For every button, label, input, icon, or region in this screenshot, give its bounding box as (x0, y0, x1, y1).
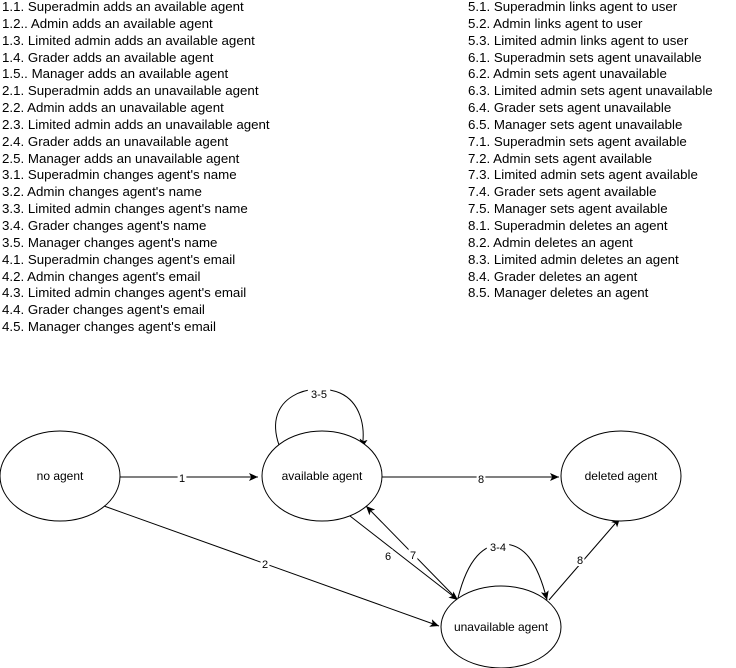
legend-item: 7.3. Limited admin sets agent available (468, 167, 698, 183)
no-agent-label: no agent (37, 469, 84, 483)
unavailable-agent-label: unavailable agent (454, 620, 549, 634)
legend-item: 5.2. Admin links agent to user (468, 15, 643, 31)
legend-item: 8.3. Limited admin deletes an agent (468, 251, 679, 267)
legend-item: 4.3. Limited admin changes agent's email (2, 285, 247, 301)
legend-item: 4.1. Superadmin changes agent's email (2, 251, 236, 267)
legend-item: 3.2. Admin changes agent's name (2, 184, 202, 200)
legend-item: 2.5. Manager adds an unavailable agent (2, 150, 240, 166)
legend-item: 3.4. Grader changes agent's name (2, 217, 207, 233)
edge-7-label-bg (408, 548, 418, 561)
available-agent-ellipse (261, 430, 383, 522)
legend-item: 2.2. Admin adds an unavailable agent (2, 100, 224, 116)
edge-3-4-label-bg (486, 540, 510, 553)
deleted-agent-label: deleted agent (585, 469, 658, 483)
legend-item: 1.3. Limited admin adds an available age… (2, 32, 255, 48)
edge-6-label: 6 (385, 551, 391, 563)
available-agent-node: available agent (261, 430, 383, 522)
edge-2-line (103, 505, 440, 627)
edge-8b-line (548, 517, 621, 601)
legend-item: 2.4. Grader adds an unavailable agent (2, 133, 229, 149)
edge-3-5-label-bg (307, 387, 331, 400)
edge-2-label-bg (260, 557, 270, 570)
legend-item: 1.2.. Admin adds an available agent (2, 15, 213, 31)
edge-8a-connector: 8 (382, 472, 559, 486)
edge-1-connector: 1 (120, 471, 258, 485)
legend-item: 3.1. Superadmin changes agent's name (2, 167, 237, 183)
legend-item: 8.5. Manager deletes an agent (468, 285, 649, 301)
legend-item: 6.5. Manager sets agent unavailable (468, 116, 683, 132)
legend-item: 3.5. Manager changes agent's name (2, 234, 218, 250)
edge-6-line (349, 515, 459, 601)
legend-item: 5.1. Superadmin links agent to user (468, 0, 678, 14)
edge-1-label: 1 (179, 473, 185, 485)
no-agent-ellipse (0, 430, 121, 522)
edge-3-5-connector: 3-5 (275, 387, 368, 449)
unavailable-agent-node: unavailable agent (440, 585, 562, 668)
legend-item: 3.3. Limited admin changes agent's name (2, 201, 248, 217)
legend-item: 1.1. Superadmin adds an available agent (2, 0, 244, 14)
legend-item: 6.1. Superadmin sets agent unavailable (468, 49, 702, 65)
edge-8b-label-bg (575, 553, 585, 566)
edge-2-connector: 2 (103, 505, 440, 627)
legend-item: 5.3. Limited admin links agent to user (468, 32, 689, 48)
legend-item: 6.2. Admin sets agent unavailable (468, 66, 667, 82)
legend-item: 4.4. Grader changes agent's email (2, 302, 205, 318)
legend-item: 7.5. Manager sets agent available (468, 201, 668, 217)
edge-2-label: 2 (262, 559, 268, 571)
legend-item: 8.4. Grader deletes an agent (468, 268, 638, 284)
edge-6-label-bg (383, 549, 393, 562)
edge-7-label: 7 (410, 550, 416, 562)
legend-item: 1.4. Grader adds an available agent (2, 49, 214, 65)
edge-3-5-label: 3-5 (311, 389, 327, 401)
legend-item: 8.1. Superadmin deletes an agent (468, 217, 668, 233)
available-agent-label: available agent (282, 469, 363, 483)
legend-item: 7.1. Superadmin sets agent available (468, 133, 687, 149)
legend-item: 1.5.. Manager adds an available agent (2, 66, 229, 82)
legend-item: 6.3. Limited admin sets agent unavailabl… (468, 83, 713, 99)
deleted-agent-ellipse (560, 430, 682, 522)
edge-8b-label: 8 (577, 555, 583, 567)
edge-1-label-bg (177, 471, 187, 484)
edge-3-4-label: 3-4 (490, 542, 506, 554)
legend-item: 6.4. Grader sets agent unavailable (468, 100, 672, 116)
edge-3-4-connector: 3-4 (457, 540, 549, 601)
legend-item: 7.2. Admin sets agent available (468, 150, 653, 166)
legend-item: 4.2. Admin changes agent's email (2, 268, 201, 284)
legend-item: 8.2. Admin deletes an agent (468, 234, 633, 250)
edge-6-connector: 6 (349, 515, 459, 601)
edge-8b-connector: 8 (548, 517, 621, 601)
no-agent-node: no agent (0, 430, 121, 522)
deleted-agent-node: deleted agent (560, 430, 682, 522)
legend-item: 4.5. Manager changes agent's email (2, 319, 216, 335)
edge-8a-label-bg (476, 472, 486, 485)
unavailable-agent-ellipse (440, 585, 562, 668)
edge-7-connector: 7 (365, 505, 455, 597)
legend-item: 2.3. Limited admin adds an unavailable a… (2, 116, 270, 132)
edge-8a-label: 8 (478, 474, 484, 486)
legend-item: 2.1. Superadmin adds an unavailable agen… (2, 83, 259, 99)
edge-3-5-line (275, 388, 368, 449)
legend-item: 7.4. Grader sets agent available (468, 184, 657, 200)
